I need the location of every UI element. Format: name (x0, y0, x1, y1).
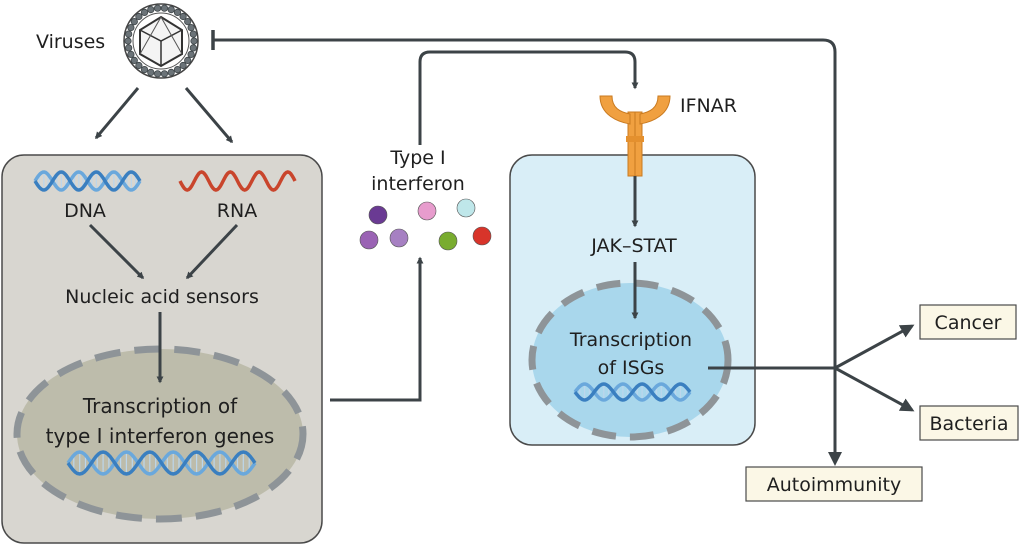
inhibition-line-to-viruses (214, 38, 837, 455)
virus-surface-bead (173, 8, 182, 16)
virus-surface-bead (189, 44, 197, 52)
virus-surface-bead (189, 30, 197, 38)
cancer-label: Cancer (935, 312, 1002, 334)
arrow-virus-to-dna (94, 87, 140, 140)
virus-surface-bead (167, 68, 175, 77)
transcription-isg-label-line1: Transcription (569, 329, 692, 351)
rna-helix-icon (178, 170, 297, 192)
nucleus-dna-helix-icon (66, 450, 257, 476)
interferon-molecule (456, 198, 476, 218)
dna-label: DNA (64, 200, 106, 222)
interferon-molecule (472, 226, 492, 246)
virus-surface-bead (190, 37, 198, 45)
virus-surface-bead (154, 4, 162, 12)
dna-helix-icon (33, 170, 142, 192)
virus-surface-bead (140, 66, 149, 74)
helix-strand (33, 170, 142, 192)
interferon-molecule (368, 205, 388, 225)
virus-surface-bead (135, 61, 143, 70)
virus-surface-bead (184, 17, 192, 26)
virus-surface-bead (130, 17, 138, 26)
type-i-interferon-molecules (359, 198, 492, 251)
arrow-to-cancer (834, 324, 915, 370)
virus-surface-bead (127, 23, 135, 32)
virus-surface-bead (187, 50, 195, 59)
virus-surface-bead (135, 12, 143, 21)
arrow-to-bacteria (834, 366, 915, 412)
transcription-ifn-label-line1: Transcription of (82, 394, 238, 418)
virus-surface-bead (179, 61, 187, 70)
virus-surface-bead (167, 6, 175, 14)
arrow-dna-to-sensors (88, 223, 145, 280)
arrow-to-autoimmunity (828, 452, 842, 466)
cancer-box (919, 304, 1017, 340)
virus-surface-bead (160, 70, 168, 78)
transcription-ifn-label-line2: type I interferon genes (46, 424, 275, 448)
ifnar-receptor-icon (599, 95, 671, 177)
virus-surface-bead (147, 6, 155, 14)
ifnar-label: IFNAR (680, 95, 737, 117)
virus-surface-bead (130, 56, 138, 65)
bacteria-label: Bacteria (930, 413, 1009, 435)
arrow-interferon-to-ifnar (418, 50, 639, 145)
transcription-isg-label-line2: of ISGs (598, 357, 665, 379)
isg-dna-helix-icon (573, 382, 692, 402)
jak-stat-label: JAK–STAT (590, 235, 677, 257)
virus-surface-bead (140, 8, 149, 16)
arrow-virus-to-rna (184, 87, 234, 144)
virus-surface-bead (160, 4, 168, 12)
rna-label: RNA (217, 200, 257, 222)
interferon-molecule (438, 231, 458, 251)
helix-strand (178, 170, 297, 192)
virus-surface-bead (127, 50, 135, 59)
viruses-label: Viruses (36, 31, 105, 53)
bacteria-box (919, 405, 1019, 441)
helix-strand (66, 450, 257, 476)
type-i-interferon-label-line2: interferon (371, 173, 465, 195)
interferon-molecule (417, 201, 437, 221)
interferon-molecule (389, 228, 409, 248)
virus-surface-bead (173, 66, 182, 74)
autoimmunity-box (745, 466, 923, 502)
type-i-interferon-label-line1: Type I (389, 147, 445, 169)
virus-surface-bead (179, 12, 187, 21)
interferon-molecule (359, 230, 379, 250)
helix-strand (573, 382, 692, 402)
virus-surface-bead (124, 37, 132, 45)
arrow-rna-to-sensors (185, 223, 239, 280)
nucleic-acid-sensors-label: Nucleic acid sensors (65, 286, 259, 308)
virus-surface-bead (184, 56, 192, 65)
virus-icon (123, 3, 199, 79)
arrow-nucleus-to-interferon (330, 256, 424, 402)
virus-surface-bead (154, 70, 162, 78)
virus-surface-bead (187, 23, 195, 32)
virus-surface-bead (147, 68, 155, 77)
virus-surface-bead (125, 44, 133, 52)
autoimmunity-label: Autoimmunity (767, 474, 901, 496)
virus-surface-bead (125, 30, 133, 38)
